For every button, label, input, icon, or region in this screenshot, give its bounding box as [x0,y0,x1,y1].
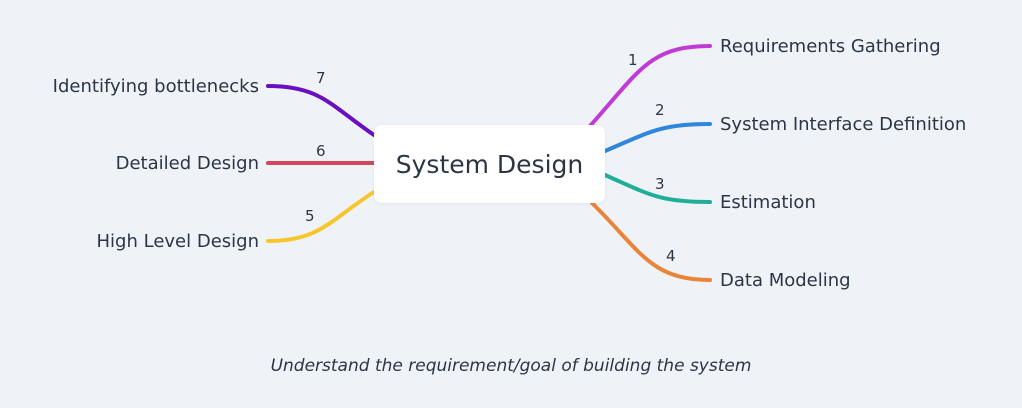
branch-line-5 [266,190,376,243]
topic-high-level-design[interactable]: High Level Design [96,231,259,252]
topic-estimation[interactable]: Estimation [720,192,816,213]
branch-number-1: 1 [628,51,638,69]
topic-system-interface-definition[interactable]: System Interface Definition [720,114,967,135]
branch-number-7: 7 [316,69,326,87]
topic-requirements-gathering[interactable]: Requirements Gathering [720,36,941,57]
branch-line-1 [588,44,712,128]
central-node[interactable]: System Design [374,125,605,203]
branch-line-4 [590,201,712,282]
branch-number-3: 3 [655,175,665,193]
topic-data-modeling[interactable]: Data Modeling [720,270,851,291]
branch-line-3 [603,173,712,204]
topic-detailed-design[interactable]: Detailed Design [115,153,259,174]
branch-number-5: 5 [305,207,315,225]
branch-line-2 [603,122,712,153]
branch-number-2: 2 [655,101,665,119]
branch-number-6: 6 [316,142,326,160]
caption: Understand the requirement/goal of build… [270,356,752,376]
branch-number-4: 4 [666,247,676,265]
topic-identifying-bottlenecks[interactable]: Identifying bottlenecks [52,76,259,97]
central-node-label: System Design [395,149,584,179]
branch-line-7 [266,84,376,137]
